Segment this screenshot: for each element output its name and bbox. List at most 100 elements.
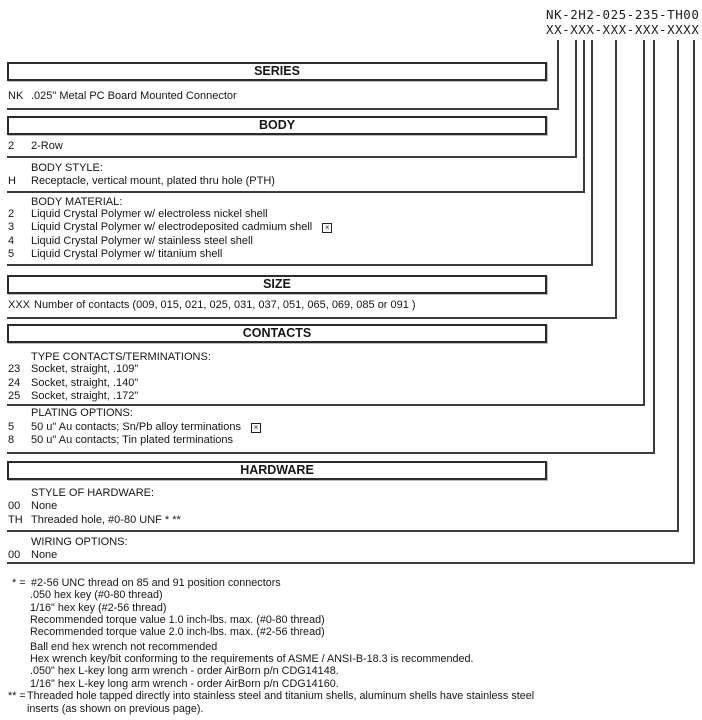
connector-vline-body-material bbox=[591, 40, 593, 266]
connector-vline-series bbox=[557, 40, 559, 110]
option-desc: Number of contacts (009, 015, 021, 025, … bbox=[34, 299, 416, 311]
footnote-text: Recommended torque value 1.0 inch-lbs. m… bbox=[30, 613, 325, 626]
option-desc: None bbox=[31, 500, 58, 512]
option-code: NK bbox=[8, 90, 24, 102]
option-code: TH bbox=[8, 513, 23, 526]
rule-contact-type bbox=[7, 404, 645, 406]
section-header-contacts: CONTACTS bbox=[7, 324, 547, 343]
footnote-line: 1/16" hex L-key long arm wrench - order … bbox=[30, 678, 339, 690]
footnote-line: Ball end hex wrench not recommended bbox=[30, 641, 217, 653]
footnote-line: inserts (as shown on previous page). bbox=[27, 703, 203, 715]
footnote-marker: * = bbox=[12, 576, 26, 589]
option-desc: Socket, straight, .109" bbox=[31, 363, 139, 375]
option-desc: 50 u" Au contacts; Sn/Pb alloy terminati… bbox=[31, 420, 241, 433]
footnote-text: .050 hex key (#0-80 thread) bbox=[30, 589, 163, 601]
footnote-text: Threaded hole tapped directly into stain… bbox=[27, 690, 535, 702]
footnote-line: Hex wrench key/bit conforming to the req… bbox=[30, 653, 473, 665]
group-label-body-style: BODY STYLE: bbox=[31, 161, 103, 174]
option-row: TH Threaded hole, #0-80 UNF * ** bbox=[8, 514, 181, 526]
option-code: XXX bbox=[8, 299, 31, 311]
option-code: 24 bbox=[8, 376, 21, 389]
option-row: 00 None bbox=[8, 549, 57, 561]
option-row: 25 Socket, straight, .172" bbox=[8, 390, 138, 402]
option-desc: .025" Metal PC Board Mounted Connector bbox=[31, 90, 237, 102]
section-header-hardware: HARDWARE bbox=[7, 460, 547, 480]
section-header-size: SIZE bbox=[7, 275, 547, 294]
group-label-hardware-style: STYLE OF HARDWARE: bbox=[31, 487, 155, 499]
option-desc: Liquid Crystal Polymer w/ electroless ni… bbox=[31, 207, 268, 220]
option-code: 3 bbox=[8, 221, 15, 233]
crossed-box-icon: × bbox=[322, 223, 333, 233]
section-header-series: SERIES bbox=[7, 62, 547, 81]
footnote-text: #2-56 UNC thread on 85 and 91 position c… bbox=[31, 576, 281, 589]
option-row: 8 50 u" Au contacts; Tin plated terminati… bbox=[8, 434, 233, 446]
option-code: 00 bbox=[8, 548, 21, 561]
connector-vline-body-row bbox=[575, 40, 577, 158]
footnote-text: 1/16" hex key (#2-56 thread) bbox=[30, 601, 167, 614]
option-code: 4 bbox=[8, 234, 15, 247]
group-label-contact-type: TYPE CONTACTS/TERMINATIONS: bbox=[31, 350, 211, 363]
option-desc: Liquid Crystal Polymer w/ electrodeposit… bbox=[31, 221, 313, 233]
footnote-text: Ball end hex wrench not recommended bbox=[30, 640, 218, 653]
connector-vline-contact-type bbox=[643, 40, 645, 406]
option-row: 00 None bbox=[8, 500, 57, 512]
rule-wiring bbox=[7, 562, 695, 564]
option-desc: Threaded hole, #0-80 UNF * ** bbox=[31, 513, 181, 526]
option-desc: 50 u" Au contacts; Tin plated terminatio… bbox=[31, 434, 234, 446]
option-code: 23 bbox=[8, 363, 21, 375]
option-code: 8 bbox=[8, 434, 15, 446]
connector-vline-hardware bbox=[677, 40, 679, 532]
rule-size bbox=[7, 317, 617, 319]
option-code: H bbox=[8, 174, 16, 187]
connector-vline-wiring bbox=[693, 40, 695, 564]
rule-series bbox=[7, 108, 559, 110]
group-label-body-material: BODY MATERIAL: bbox=[31, 196, 123, 208]
option-code: 25 bbox=[8, 390, 21, 402]
rule-plating bbox=[7, 452, 655, 454]
group-label-wiring: WIRING OPTIONS: bbox=[31, 536, 128, 548]
footnote-text: .050" hex L-key long arm wrench - order … bbox=[30, 665, 339, 677]
option-desc: None bbox=[31, 548, 58, 561]
rule-body-style bbox=[7, 191, 585, 193]
connector-vline-body-style bbox=[583, 40, 585, 193]
option-row: H Receptacle, vertical mount, plated thru… bbox=[8, 175, 275, 187]
option-code: 00 bbox=[8, 500, 21, 512]
group-label-plating: PLATING OPTIONS: bbox=[31, 407, 133, 419]
option-row: 3 Liquid Crystal Polymer w/ electrodeposi… bbox=[8, 221, 333, 233]
connector-vline-size bbox=[615, 40, 617, 319]
crossed-box-icon: × bbox=[250, 422, 261, 433]
option-row: 24 Socket, straight, .140" bbox=[8, 377, 138, 389]
section-header-body: BODY bbox=[7, 116, 547, 135]
option-row: 4 Liquid Crystal Polymer w/ stainless ste… bbox=[8, 235, 253, 247]
option-desc: Liquid Crystal Polymer w/ titanium shell bbox=[31, 248, 223, 260]
option-row: NK .025" Metal PC Board Mounted Connector bbox=[8, 90, 237, 102]
rule-body-row bbox=[7, 156, 577, 158]
connector-vline-plating bbox=[653, 40, 655, 454]
rule-hardware bbox=[7, 530, 679, 532]
footnote-line: Recommended torque value 2.0 inch-lbs. m… bbox=[30, 626, 325, 638]
option-code: 5 bbox=[8, 248, 15, 260]
footnote-text: Recommended torque value 2.0 inch-lbs. m… bbox=[30, 625, 325, 638]
option-desc: Liquid Crystal Polymer w/ stainless stee… bbox=[31, 234, 253, 247]
footnote-line: .050 hex key (#0-80 thread) bbox=[30, 589, 163, 601]
footnote-line: .050" hex L-key long arm wrench - order … bbox=[30, 665, 339, 677]
footnote-marker: ** = bbox=[8, 690, 26, 702]
option-desc: 2-Row bbox=[31, 140, 63, 152]
option-desc: Socket, straight, .140" bbox=[31, 376, 139, 389]
footnote-line: Recommended torque value 1.0 inch-lbs. m… bbox=[30, 614, 325, 626]
part-number-mask: XX-XXX-XXX-XXX-XXXX bbox=[546, 22, 700, 37]
option-desc: Receptacle, vertical mount, plated thru … bbox=[31, 174, 275, 187]
option-row: 23 Socket, straight, .109" bbox=[8, 363, 138, 375]
option-row: 5 Liquid Crystal Polymer w/ titanium shel… bbox=[8, 248, 222, 260]
footnote-text: Hex wrench key/bit conforming to the req… bbox=[30, 652, 474, 665]
footnote-line: * = #2-56 UNC thread on 85 and 91 positio… bbox=[12, 577, 281, 589]
footnote-line: 1/16" hex key (#2-56 thread) bbox=[30, 602, 166, 614]
footnote-line: ** =Threaded hole tapped directly into s… bbox=[8, 690, 534, 702]
rule-body-material bbox=[7, 264, 593, 266]
option-desc: Socket, straight, .172" bbox=[31, 390, 139, 402]
